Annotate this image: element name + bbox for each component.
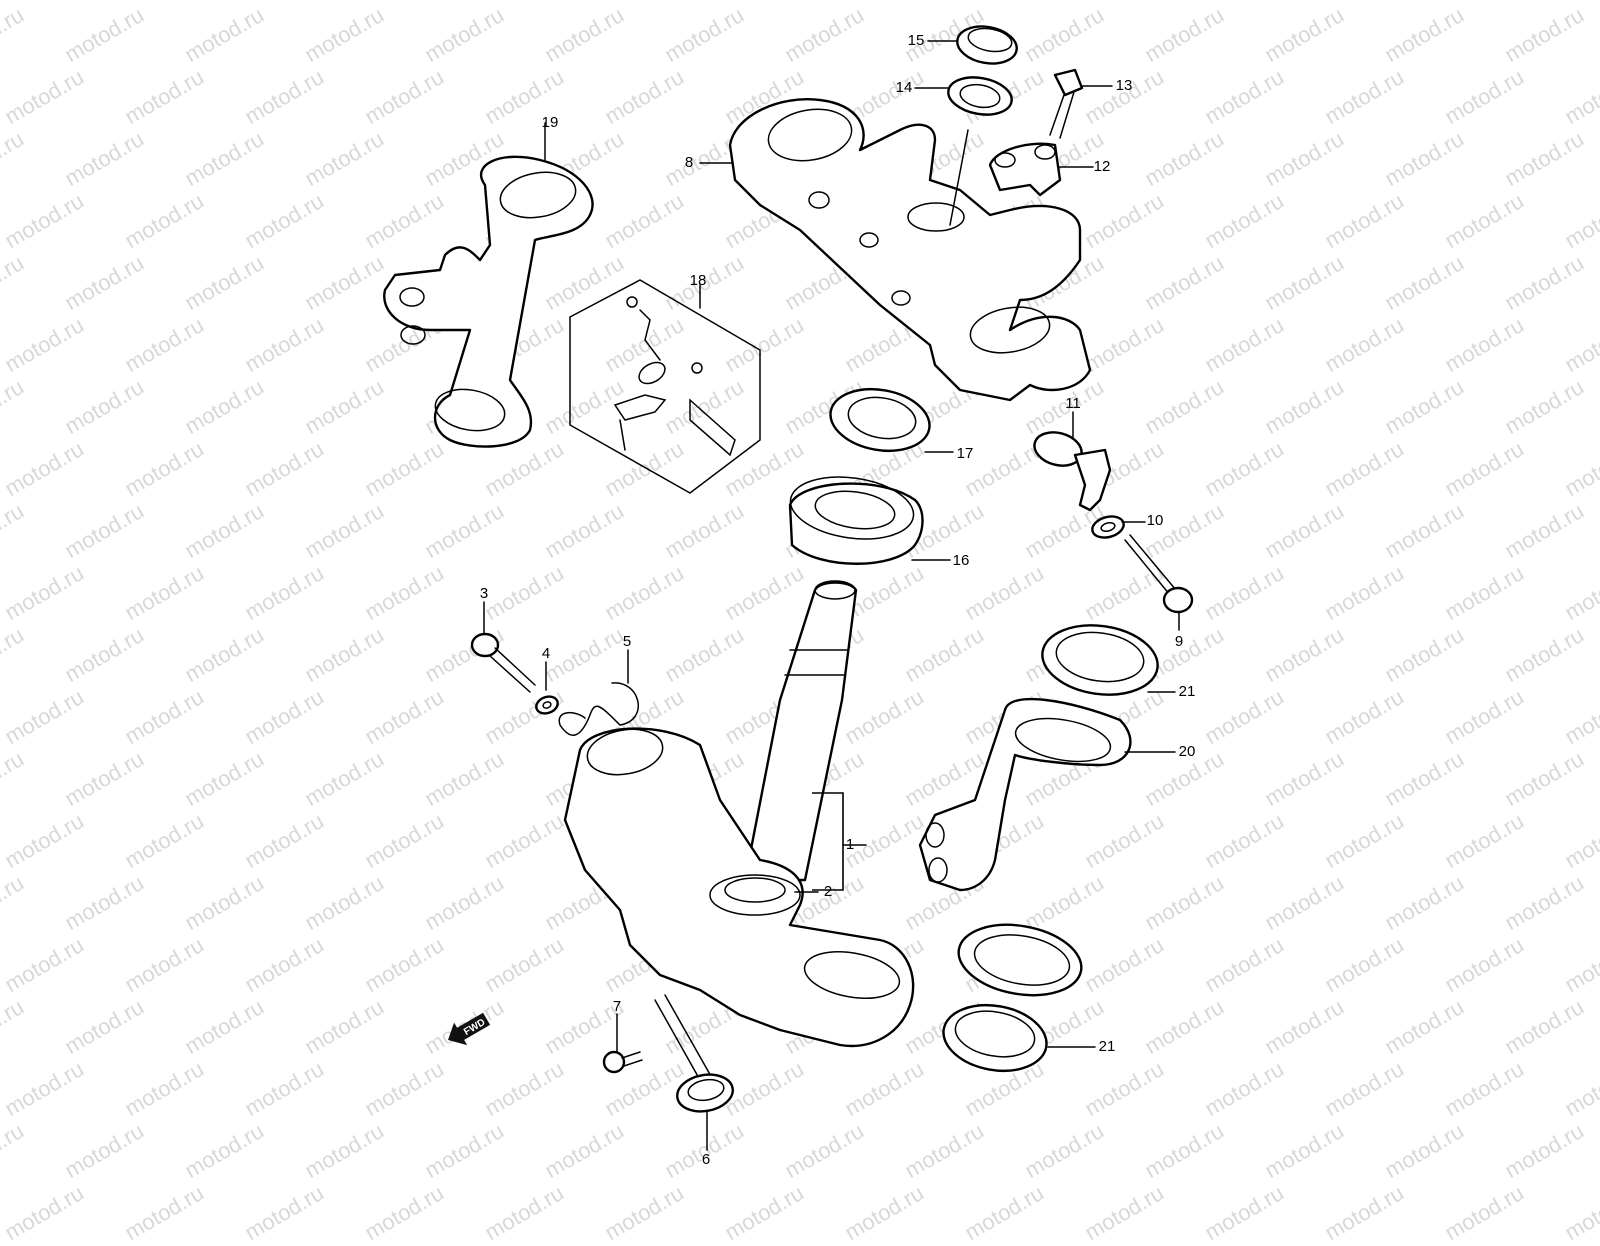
callout-c14: 14 bbox=[896, 79, 913, 96]
part-11-cable-guide bbox=[1033, 411, 1112, 512]
part-7-screw bbox=[602, 1013, 643, 1074]
part-9-bolt bbox=[1124, 534, 1194, 631]
part-21-seal-lower bbox=[942, 1004, 1096, 1072]
callout-c10: 10 bbox=[1147, 512, 1164, 529]
part-1-steering-stem bbox=[563, 580, 915, 1048]
callout-c9: 9 bbox=[1175, 633, 1183, 650]
callout-c4: 4 bbox=[542, 645, 550, 662]
callout-c1: 1 bbox=[846, 836, 854, 853]
callout-c5: 5 bbox=[623, 633, 631, 650]
callout-c15: 15 bbox=[908, 32, 925, 49]
callout-c3: 3 bbox=[480, 585, 488, 602]
part-6-grommet bbox=[654, 994, 734, 1151]
callout-c16: 16 bbox=[953, 552, 970, 569]
part-4-washer bbox=[535, 661, 559, 715]
callout-c21a: 21 bbox=[1179, 683, 1196, 700]
callout-c6: 6 bbox=[702, 1151, 710, 1168]
part-14-washer bbox=[914, 76, 1013, 226]
part-16-bearing bbox=[788, 476, 951, 565]
fwd-arrow-icon: FWD bbox=[448, 1012, 491, 1046]
callout-c12: 12 bbox=[1094, 158, 1111, 175]
part-15-cap bbox=[927, 25, 1018, 65]
part-20-bracket bbox=[918, 697, 1176, 997]
part-17-lock-nut bbox=[829, 388, 954, 453]
svg-text:FWD: FWD bbox=[462, 1017, 487, 1038]
part-5-clip bbox=[558, 649, 639, 736]
callout-c2: 2 bbox=[824, 883, 832, 900]
callout-c20: 20 bbox=[1179, 743, 1196, 760]
part-13-bolt bbox=[1049, 68, 1113, 139]
callout-c21b: 21 bbox=[1099, 1038, 1116, 1055]
part-8-upper-bracket bbox=[699, 98, 1092, 402]
callout-c17: 17 bbox=[957, 445, 974, 462]
callout-c19: 19 bbox=[542, 114, 559, 131]
callout-c7: 7 bbox=[613, 998, 621, 1015]
part-21-seal-upper bbox=[1041, 624, 1176, 696]
part-19-bracket bbox=[383, 122, 594, 448]
part-10-washer bbox=[1091, 515, 1146, 539]
callout-c11: 11 bbox=[1065, 395, 1081, 412]
callout-c18: 18 bbox=[690, 272, 707, 289]
part-3-bolt bbox=[470, 601, 536, 693]
part-18-lock-set bbox=[569, 279, 761, 494]
callout-c8: 8 bbox=[685, 154, 693, 171]
part-12-clamp bbox=[988, 142, 1094, 197]
callout-c13: 13 bbox=[1116, 77, 1133, 94]
